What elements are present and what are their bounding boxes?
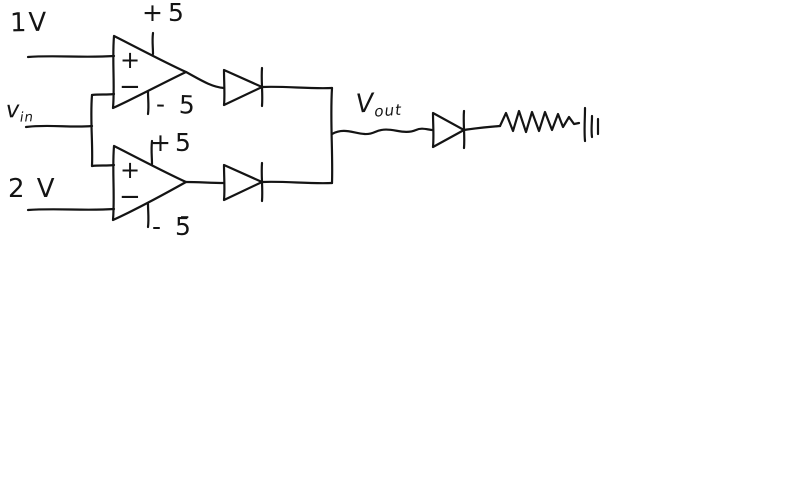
- label-vout-main: V: [354, 88, 375, 120]
- wire-vin-to-bottom-opamp: [90, 163, 116, 168]
- diode-top: [184, 66, 334, 108]
- opamp-bottom: [111, 139, 188, 229]
- label-opamp-bottom-minus-input: −: [119, 182, 141, 212]
- label-vin-main: v: [5, 97, 21, 124]
- label-opamp-bottom-negative-rail: - 5̄: [152, 212, 194, 241]
- input-wires: [24, 54, 116, 212]
- wire-to-resistor: [462, 124, 502, 132]
- wire-opamp-top-output: [184, 70, 226, 90]
- label-opamp-bottom-plus-input: +: [120, 156, 141, 184]
- label-vin: vin: [5, 97, 35, 126]
- terminal-bars: [583, 106, 600, 143]
- label-opamp-top-minus-input: −: [119, 72, 141, 102]
- diode-bottom: [184, 161, 334, 203]
- wire-vin-to-top-opamp: [90, 92, 116, 97]
- wire-diode-bottom-output: [260, 180, 334, 185]
- label-vout: Vout: [354, 88, 403, 121]
- wire-source-top: [26, 54, 116, 59]
- wire-vout: [330, 127, 435, 136]
- label-source-top: 1V: [9, 7, 49, 39]
- wire-output-bus: [330, 86, 334, 185]
- opamp-bottom-triangle: [111, 144, 188, 222]
- diode-top-triangle: [222, 68, 264, 107]
- wire-source-bottom: [26, 207, 116, 212]
- label-vin-subscript: in: [19, 110, 35, 126]
- wire-vin-riser: [90, 93, 94, 168]
- label-opamp-top-positive-rail: +5: [142, 0, 189, 27]
- opamp-top: [111, 31, 188, 116]
- wire-vin: [24, 124, 94, 129]
- label-source-bottom: 2 V: [8, 174, 57, 204]
- wire-diode-top-output: [260, 85, 334, 90]
- wire-opamp-bottom-output: [184, 180, 226, 185]
- diode-output-triangle: [431, 111, 466, 149]
- output-network: [330, 86, 600, 185]
- diode-bottom-triangle: [222, 163, 264, 202]
- label-vout-subscript: out: [373, 100, 403, 121]
- label-opamp-bottom-positive-rail: +5: [150, 128, 195, 157]
- label-opamp-top-negative-rail: - 5: [155, 89, 199, 120]
- resistor-zigzag: [498, 109, 581, 134]
- label-opamp-top-plus-input: +: [120, 46, 141, 74]
- opamp-top-triangle: [111, 34, 188, 110]
